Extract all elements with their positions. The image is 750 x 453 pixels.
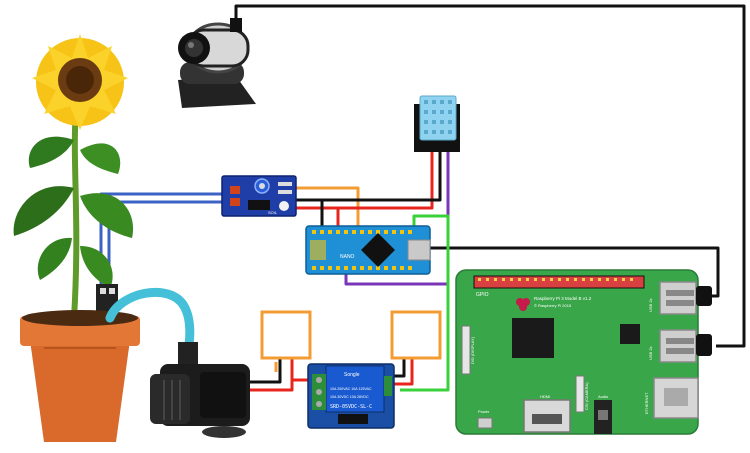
- relay-module: Songle 10A 250VAC 10A 125VAC 10A 30VDC 1…: [307, 363, 395, 429]
- gpio-header: [473, 275, 645, 289]
- orange-wire-module: [294, 186, 360, 236]
- relay-logic-box-right: [390, 310, 442, 360]
- moisture-module-label: SOIL: [268, 210, 278, 215]
- black-wire-pump: [248, 356, 282, 384]
- usb-label-2: USB 2x: [648, 346, 653, 360]
- gpio-label: GPIO: [476, 292, 489, 298]
- black-wire-dht: [322, 152, 442, 202]
- red-wire-relay-2: [392, 356, 414, 386]
- red-wire-dht: [338, 152, 434, 210]
- dht-sensor: [414, 95, 460, 152]
- power-port: [477, 417, 493, 429]
- pi-lan-chip: [620, 324, 640, 344]
- dsi-connector: [461, 325, 471, 375]
- red-wire-pump: [248, 356, 294, 392]
- relay-logic-box-left: [260, 310, 312, 360]
- audio-label: Audio: [598, 394, 609, 399]
- relay-specs-1: 10A 250VAC 10A 125VAC: [330, 387, 372, 391]
- raspberry-pi: GPIO Raspberry Pi 3 Model B v1.2 © Raspb…: [455, 269, 699, 435]
- water-tube: [105, 287, 195, 357]
- nano-usb-cable: [430, 246, 720, 298]
- usb-label-1: USB 2x: [648, 298, 653, 312]
- arduino-nano: NANO: [305, 225, 431, 275]
- green-wire-relay: [400, 214, 450, 392]
- sunflower-head: [32, 34, 128, 130]
- usb-port-2: [659, 329, 697, 363]
- pi-title: Raspberry Pi 3 Model B v1.2: [534, 296, 592, 301]
- flower-pot: [20, 310, 140, 442]
- hdmi-label: HDMI: [540, 394, 550, 399]
- power-label: Power: [478, 409, 490, 414]
- black-wire-relay-2: [392, 356, 406, 378]
- relay-model: SRD-05VDC-SL-C: [330, 404, 372, 410]
- relay-specs-2: 10A 30VDC 10A 28VDC: [330, 395, 369, 399]
- moisture-sensor-module: SOIL: [221, 175, 297, 217]
- relay-brand: Songle: [344, 372, 360, 378]
- black-wire-module: [294, 198, 324, 226]
- usb-port-1: [659, 281, 697, 315]
- csi-connector: [575, 375, 585, 413]
- hdmi-port: [523, 399, 571, 433]
- nano-label: NANO: [340, 254, 355, 260]
- sunflower-plant: [13, 34, 140, 442]
- dsi-label: DSI (DISPLAY): [470, 336, 475, 364]
- water-pump: [150, 342, 250, 438]
- ethernet-label: ETHERNET: [644, 392, 649, 414]
- webcam: [178, 18, 256, 108]
- raspberry-logo: [516, 298, 530, 311]
- csi-label: CSI (CAMERA): [584, 382, 589, 410]
- usb-plugs: [696, 286, 712, 356]
- webcam-cable: [234, 4, 746, 348]
- pi-copyright: © Raspberry Pi 2015: [534, 303, 572, 308]
- pi-soc: [512, 318, 554, 358]
- red-wire-module: [294, 206, 340, 226]
- red-wire-relay-1: [290, 356, 312, 382]
